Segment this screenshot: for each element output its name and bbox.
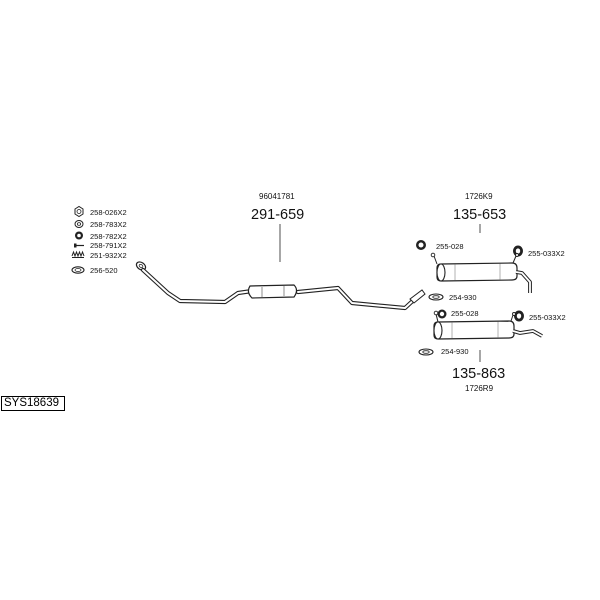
lock-nut-icon [75, 231, 83, 240]
hardware-code-0: 258-026X2 [90, 208, 127, 217]
bolt-icon [74, 243, 84, 248]
centre-silencer-icon [247, 284, 298, 299]
rear-upper-hanger: 255-033X2 [528, 249, 565, 258]
rear-upper-part: 135-653 [453, 207, 506, 223]
spring-icon [71, 250, 85, 258]
washer-icon [74, 220, 84, 228]
rear-silencer-icon [433, 310, 543, 340]
hardware-code-2: 258-782X2 [90, 232, 127, 241]
hardware-code-1: 258-783X2 [90, 220, 127, 229]
hardware-code-5: 256-520 [90, 266, 118, 275]
rubber-hanger-icon [513, 245, 523, 257]
gasket-icon [418, 348, 434, 356]
rear-upper-gasket: 254-930 [449, 293, 477, 302]
rear-lower-gasket: 254-930 [441, 347, 469, 356]
front-pipe-ref: 96041781 [259, 192, 295, 201]
front-pipe-part: 291-659 [251, 207, 304, 223]
rear-silencer-lower: 255-028 255-033X2 254-930 [418, 309, 566, 393]
clamp-icon [416, 240, 426, 250]
rear-lower-hanger: 255-033X2 [529, 313, 566, 322]
gasket-ring-icon [71, 266, 85, 274]
hardware-legend: 258-026X2 258-783X2 258-782X2 258-791X2 … [71, 205, 127, 275]
front-pipe-assembly: 96041781 291-659 [135, 192, 426, 311]
rear-lower-ref: 1726R9 [465, 384, 494, 393]
rear-lower-part: 135-863 [452, 366, 505, 382]
clamp-icon [437, 309, 447, 319]
rear-silencer-icon [430, 252, 532, 293]
hardware-code-4: 251-932X2 [90, 251, 127, 260]
gasket-icon [428, 293, 444, 301]
rubber-hanger-icon [514, 310, 524, 322]
hardware-code-3: 258-791X2 [90, 241, 127, 250]
nut-icon [74, 205, 84, 218]
rear-silencer-upper: 1726K9 135-653 255-028 255-033X2 [416, 192, 565, 302]
rear-lower-clamp: 255-028 [451, 309, 479, 318]
system-code-label: SYS18639 [1, 396, 65, 411]
rear-upper-clamp: 255-028 [436, 242, 464, 251]
rear-upper-ref: 1726K9 [465, 192, 493, 201]
